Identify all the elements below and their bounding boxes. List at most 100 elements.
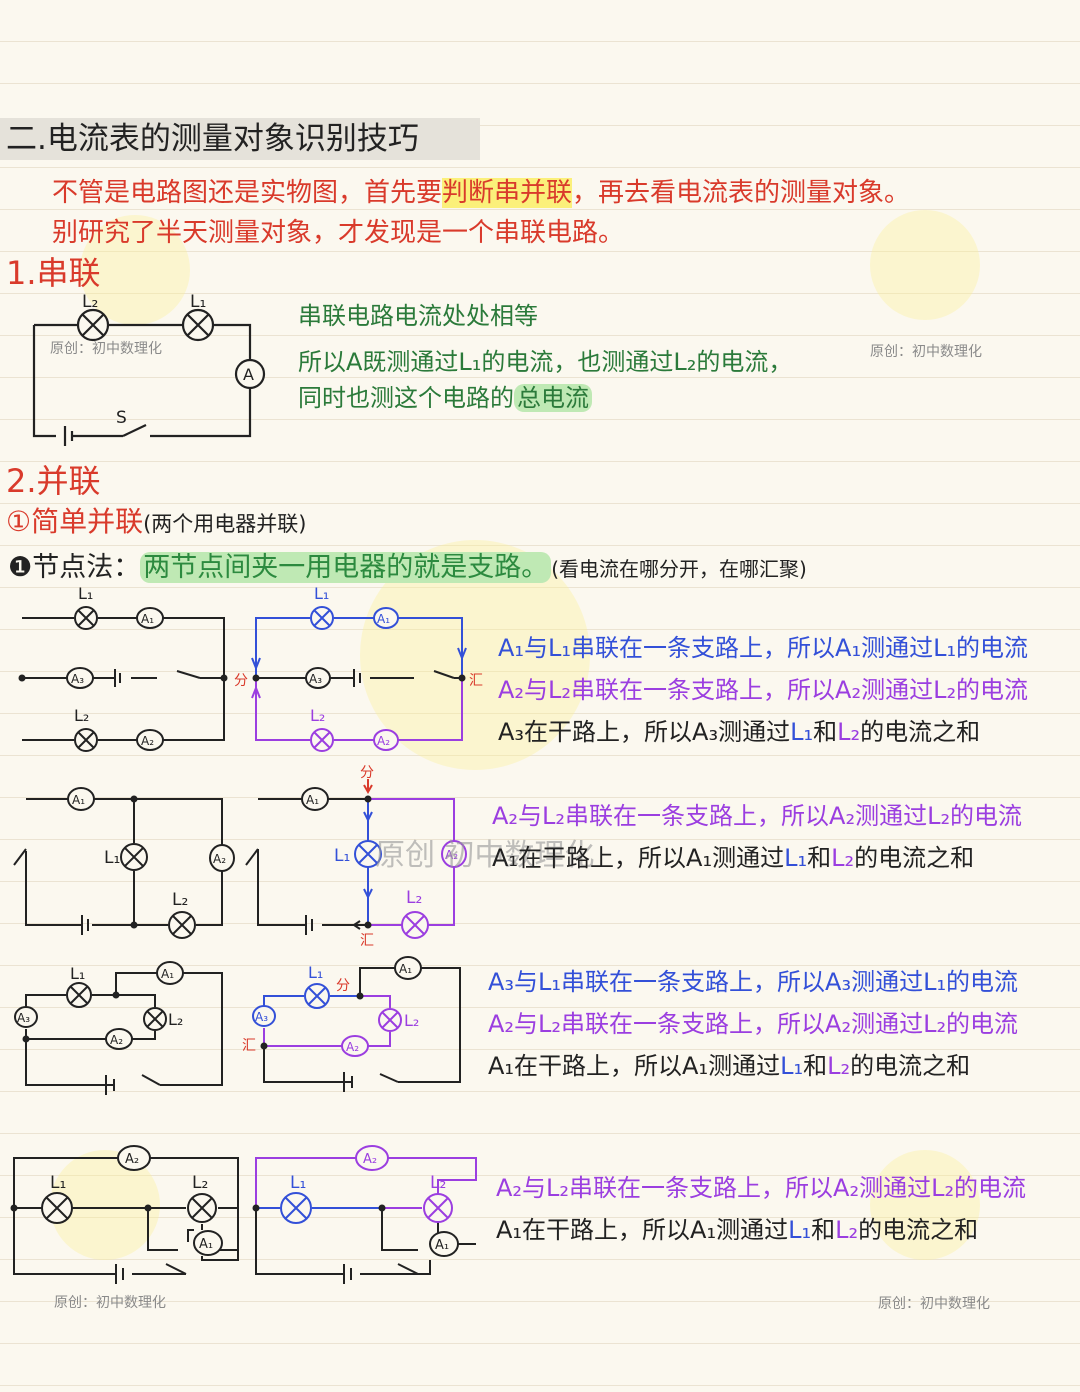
intro-line-2: 别研究了半天测量对象，才发现是一个串联电路。	[52, 218, 625, 248]
c3r-A3-label: A₃	[255, 1010, 268, 1024]
circuit-4-line-1: A₂与L₂串联在一条支路上，所以A₂测通过L₂的电流	[496, 1174, 1027, 1202]
c4r-A2-label: A₂	[363, 1152, 377, 1167]
simple-parallel-subtitle: ①简单并联(两个用电器并联)	[6, 500, 307, 540]
series-note-3-pre: 同时也测这个电路的	[298, 384, 514, 412]
c2l-A2-label: A₂	[213, 852, 226, 866]
c3r-L2-label: L₂	[404, 1011, 419, 1030]
series-note-3-highlight: 总电流	[514, 384, 592, 412]
node-method: ❶节点法：两节点间夹一用电器的就是支路。(看电流在哪分开，在哪汇聚)	[8, 545, 807, 584]
c3l-L2-label: L₂	[168, 1010, 183, 1029]
c4l-A1-label: A₁	[199, 1237, 213, 1252]
watermark-small-2: 原创：初中数理化	[870, 344, 982, 360]
c3l-L1-label: L₁	[70, 964, 85, 983]
c3l-A1-label: A₁	[161, 967, 174, 981]
circuit-3-line-2: A₂与L₂串联在一条支路上，所以A₂测通过L₂的电流	[488, 1010, 1019, 1038]
c2l-L1-label: L₁	[104, 848, 120, 868]
circuit-4-right: A₂ L₁ L₂ A₁	[252, 1145, 477, 1284]
c1-line3-L2: L₂	[837, 718, 861, 746]
watermark-small-1: 原创：初中数理化	[50, 341, 162, 357]
c1l-A2-label: A₂	[141, 734, 154, 748]
c1-line3-L1: L₁	[790, 718, 814, 746]
circuit-3-line-3: A₁在干路上，所以A₁测通过L₁和L₂的电流之和	[488, 1046, 970, 1081]
c1-line3-e: 的电流之和	[860, 718, 981, 746]
section-heading: 二.电流表的测量对象识别技巧	[0, 118, 480, 160]
c2r-A2-label: A₂	[445, 848, 458, 862]
c2l-L2-label: L₂	[172, 890, 188, 910]
c3r-split-label: 分	[336, 978, 350, 994]
node-label: 节点法：	[32, 552, 141, 583]
series-note-3: 同时也测这个电路的总电流	[298, 378, 592, 413]
c1r-L2-label: L₂	[310, 706, 325, 725]
circuit-1-line-3: A₃在干路上，所以A₃测通过L₁和L₂的电流之和	[498, 712, 980, 747]
watermark-small-4: 原创：初中数理化	[878, 1296, 990, 1312]
emoji-watermark-2	[870, 210, 980, 320]
intro-line-1-pre: 不管是电路图还是实物图，首先要	[52, 178, 443, 208]
node-note: (看电流在哪分开，在哪汇聚)	[551, 557, 807, 581]
c4-line2-L2: L₂	[835, 1216, 859, 1244]
c1r-A3-label: A₃	[309, 672, 322, 686]
c2-line2-e: 的电流之和	[854, 844, 975, 872]
c4r-L1-label: L₁	[290, 1173, 306, 1193]
watermark-small-3: 原创：初中数理化	[54, 1295, 166, 1311]
c2r-L2-label: L₂	[406, 888, 422, 908]
c1-line3-and: 和	[813, 718, 838, 746]
c3-line3-e: 的电流之和	[850, 1052, 971, 1080]
circuit-1-left: L₁ L₂ A₁ A₃ A₂	[18, 584, 228, 752]
parallel-title: 2.并联	[6, 462, 101, 500]
simple-parallel-title: ①简单并联	[6, 505, 144, 538]
c4r-L2-label: L₂	[430, 1173, 446, 1193]
c2r-A1-label: A₁	[306, 793, 319, 807]
c1r-A1-label: A₁	[377, 612, 390, 626]
emoji-watermark-1	[80, 215, 190, 325]
c1-line3-a: A₃在干路上，所以A₃测通过	[498, 718, 791, 746]
c3r-L1-label: L₁	[308, 963, 323, 982]
c2-line2-L2: L₂	[831, 844, 855, 872]
c2-line2-L1: L₁	[784, 844, 808, 872]
c2-line2-and: 和	[807, 844, 832, 872]
intro-highlight: 判断串并联	[442, 178, 573, 208]
c3-line3-and: 和	[803, 1052, 828, 1080]
circuit-2-right: 分 汇 A₁ A₂ L₁ L₂	[245, 765, 467, 949]
series-circuit: L₂ L₁ A S	[32, 292, 266, 446]
c2r-join-label: 汇	[360, 933, 374, 949]
c1l-A1-label: A₁	[141, 612, 154, 626]
c4-line2-e: 的电流之和	[858, 1216, 979, 1244]
series-ammeter-label: A	[243, 365, 254, 384]
c3-line3-L1: L₁	[780, 1052, 804, 1080]
series-note-2: 所以A既测通过L₁的电流，也测通过L₂的电流，	[298, 348, 793, 376]
c3r-A2-label: A₂	[346, 1040, 359, 1054]
c1r-A2-label: A₂	[377, 734, 390, 748]
c3r-join-label: 汇	[242, 1038, 256, 1054]
circuit-4-left: A₂ L₁ L₂ A₁	[10, 1145, 239, 1284]
circuit-1-right: 分 汇 L₁ L₂ A₁ A₃ A₂	[234, 584, 483, 752]
c3r-A1-label: A₁	[399, 962, 412, 976]
series-title: 1.串联	[6, 254, 101, 292]
c4-line2-and: 和	[811, 1216, 836, 1244]
circuit-3-left: L₁ L₂ A₁ A₃ A₂	[14, 961, 223, 1095]
circuit-2-line-1: A₂与L₂串联在一条支路上，所以A₂测通过L₂的电流	[492, 802, 1023, 830]
c4r-A1-label: A₁	[435, 1238, 449, 1253]
simple-parallel-note: (两个用电器并联)	[143, 512, 307, 536]
c2r-split-label: 分	[360, 765, 374, 781]
c1r-L1-label: L₁	[314, 584, 329, 603]
c4l-L1-label: L₁	[50, 1173, 66, 1193]
circuit-4-line-2: A₁在干路上，所以A₁测通过L₁和L₂的电流之和	[496, 1210, 978, 1245]
emoji-watermark-5	[870, 1150, 980, 1260]
series-note-1: 串联电路电流处处相等	[298, 302, 538, 330]
series-switch-label: S	[116, 408, 127, 428]
c2l-A1-label: A₁	[72, 793, 85, 807]
c4-line2-L1: L₁	[788, 1216, 812, 1244]
c1r-join-label: 汇	[469, 673, 483, 689]
node-highlight: 两节点间夹一用电器的就是支路。	[140, 552, 552, 583]
node-bullet: ❶	[8, 552, 33, 583]
series-L1-label: L₁	[190, 292, 206, 312]
circuit-3-line-1: A₃与L₁串联在一条支路上，所以A₃测通过L₁的电流	[488, 968, 1019, 996]
c3l-A2-label: A₂	[110, 1033, 123, 1047]
c4l-L2-label: L₂	[192, 1173, 208, 1193]
circuit-1-line-2: A₂与L₂串联在一条支路上，所以A₂测通过L₂的电流	[498, 676, 1029, 704]
c3-line3-a: A₁在干路上，所以A₁测通过	[488, 1052, 781, 1080]
intro-line-1-post: ，再去看电流表的测量对象。	[572, 178, 911, 208]
circuit-3-right: 分 汇 L₁ L₂ A₁ A₃ A₂	[242, 956, 461, 1092]
watermark-big: 原创 初中数理化	[375, 838, 595, 873]
c1r-split-label: 分	[234, 673, 248, 689]
